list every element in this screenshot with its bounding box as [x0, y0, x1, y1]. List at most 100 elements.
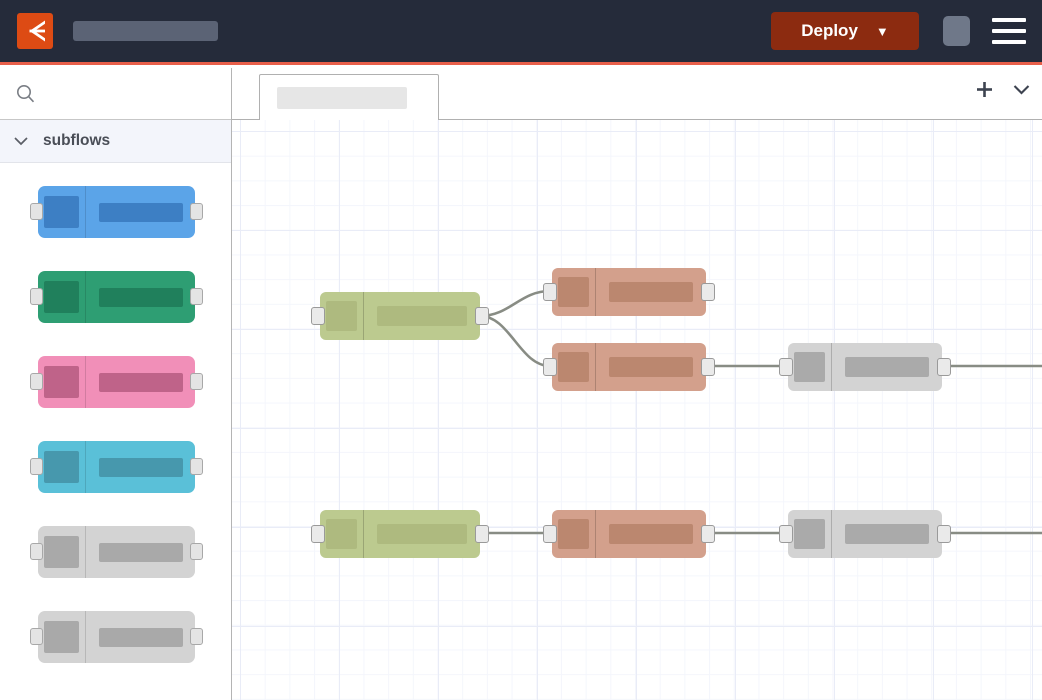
- flow-node-grey-2[interactable]: [779, 510, 951, 558]
- flow-node-input-port[interactable]: [311, 525, 325, 543]
- flow-node-divider: [595, 268, 596, 316]
- flow-tabbar: [232, 68, 1042, 120]
- palette-node-6[interactable]: [30, 611, 203, 663]
- flow-node-grey-1[interactable]: [779, 343, 951, 391]
- palette-node-divider: [85, 186, 86, 238]
- flow-node-input-port[interactable]: [779, 358, 793, 376]
- flow-node-label: [609, 524, 693, 544]
- flow-node-green-1[interactable]: [311, 292, 489, 340]
- palette-node-label: [99, 202, 183, 222]
- flow-node-label: [377, 306, 467, 326]
- deploy-button[interactable]: Deploy ▼: [771, 12, 919, 50]
- flow-node-salmon-3[interactable]: [543, 510, 715, 558]
- flow-canvas[interactable]: [232, 120, 1042, 700]
- flow-node-icon: [558, 519, 589, 549]
- palette-node-input-port[interactable]: [30, 458, 43, 475]
- palette-node-output-port[interactable]: [190, 203, 203, 220]
- flow-node-output-port[interactable]: [937, 525, 951, 543]
- palette-category-label: subflows: [43, 132, 111, 149]
- flow-node-icon: [794, 519, 825, 549]
- palette-node-input-port[interactable]: [30, 543, 43, 560]
- tabbar-actions: [976, 81, 1030, 98]
- palette-node-1[interactable]: [30, 186, 203, 238]
- palette-node-input-port[interactable]: [30, 203, 43, 220]
- palette-node-output-port[interactable]: [190, 543, 203, 560]
- flow-tab-label: [277, 86, 407, 109]
- palette-node-icon: [44, 366, 79, 398]
- user-menu-icon[interactable]: [943, 16, 970, 46]
- flow-node-output-port[interactable]: [475, 525, 489, 543]
- palette-node-icon: [44, 281, 79, 313]
- hamburger-menu-icon[interactable]: [992, 18, 1026, 44]
- node-red-logo-icon[interactable]: [17, 13, 53, 49]
- burger-line: [992, 40, 1026, 44]
- flow-node-label: [377, 524, 467, 544]
- flow-node-icon: [558, 352, 589, 382]
- palette-node-label: [99, 457, 183, 477]
- flow-node-salmon-2[interactable]: [543, 343, 715, 391]
- palette-sidebar: subflows: [0, 68, 232, 700]
- chevron-down-icon[interactable]: [1013, 84, 1030, 95]
- flow-node-input-port[interactable]: [543, 358, 557, 376]
- flow-node-input-port[interactable]: [311, 307, 325, 325]
- flow-node-label: [845, 524, 929, 544]
- palette-node-icon: [44, 621, 79, 653]
- flow-node-label: [609, 282, 693, 302]
- palette-category-subflows[interactable]: subflows: [0, 120, 231, 163]
- palette-node-output-port[interactable]: [190, 373, 203, 390]
- palette-node-2[interactable]: [30, 271, 203, 323]
- flow-node-input-port[interactable]: [543, 525, 557, 543]
- flow-tab-1[interactable]: [259, 74, 439, 120]
- chevron-down-icon: [14, 137, 28, 146]
- palette-search-input[interactable]: [0, 68, 231, 120]
- palette-node-3[interactable]: [30, 356, 203, 408]
- palette-node-icon: [44, 536, 79, 568]
- flow-node-label: [609, 357, 693, 377]
- search-icon: [17, 85, 35, 103]
- palette-node-input-port[interactable]: [30, 628, 43, 645]
- palette-node-label: [99, 287, 183, 307]
- palette-node-icon: [44, 196, 79, 228]
- flow-node-output-port[interactable]: [701, 283, 715, 301]
- flow-node-divider: [831, 343, 832, 391]
- palette-node-input-port[interactable]: [30, 373, 43, 390]
- flow-node-divider: [363, 510, 364, 558]
- flow-node-output-port[interactable]: [701, 525, 715, 543]
- wire-green1-to-salmon1[interactable]: [479, 289, 551, 318]
- plus-icon[interactable]: [976, 81, 993, 98]
- app-header: Deploy ▼: [0, 0, 1042, 65]
- header-actions: Deploy ▼: [771, 12, 1026, 50]
- burger-line: [992, 29, 1026, 33]
- flow-node-input-port[interactable]: [779, 525, 793, 543]
- flow-node-output-port[interactable]: [937, 358, 951, 376]
- flow-node-input-port[interactable]: [543, 283, 557, 301]
- flow-node-icon: [794, 352, 825, 382]
- palette-node-divider: [85, 271, 86, 323]
- palette-node-label: [99, 372, 183, 392]
- flow-wires: [479, 289, 1042, 535]
- palette-node-input-port[interactable]: [30, 288, 43, 305]
- flow-node-divider: [595, 343, 596, 391]
- flow-node-output-port[interactable]: [475, 307, 489, 325]
- flow-node-icon: [558, 277, 589, 307]
- palette-node-label: [99, 542, 183, 562]
- flow-node-divider: [363, 292, 364, 340]
- palette-node-label: [99, 627, 183, 647]
- flow-node-green-2[interactable]: [311, 510, 489, 558]
- palette-node-icon: [44, 451, 79, 483]
- palette-node-output-port[interactable]: [190, 628, 203, 645]
- flow-node-divider: [831, 510, 832, 558]
- flow-node-salmon-1[interactable]: [543, 268, 715, 316]
- flow-node-icon: [326, 301, 357, 331]
- palette-node-output-port[interactable]: [190, 458, 203, 475]
- palette-node-4[interactable]: [30, 441, 203, 493]
- chevron-down-icon: ▼: [875, 23, 889, 39]
- wire-green1-to-salmon2[interactable]: [479, 314, 551, 368]
- palette-node-5[interactable]: [30, 526, 203, 578]
- flow-workspace: [232, 68, 1042, 700]
- flow-node-output-port[interactable]: [701, 358, 715, 376]
- palette-node-divider: [85, 441, 86, 493]
- palette-node-output-port[interactable]: [190, 288, 203, 305]
- palette-node-divider: [85, 611, 86, 663]
- palette-node-divider: [85, 356, 86, 408]
